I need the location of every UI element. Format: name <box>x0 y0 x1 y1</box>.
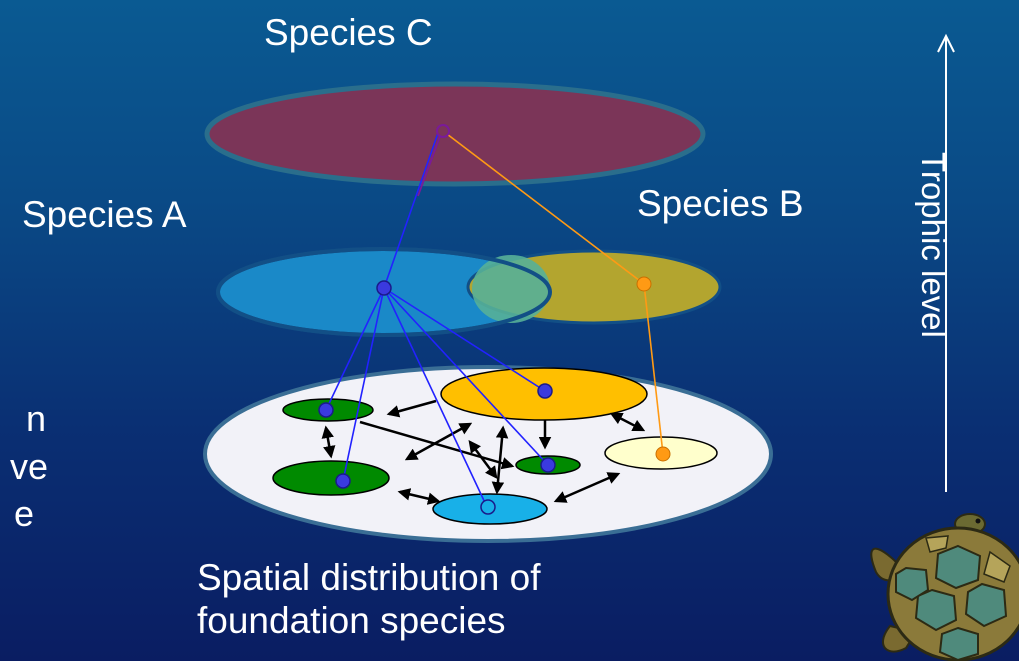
patch-green-large <box>273 461 389 495</box>
node-patch <box>538 384 552 398</box>
trophic-level-label: Trophic level <box>914 152 952 338</box>
caption-line-1: Spatial distribution of <box>197 556 540 599</box>
node-patch <box>656 447 670 461</box>
caption-line-2: foundation species <box>197 599 540 642</box>
node-patch <box>541 458 555 472</box>
caption: Spatial distribution of foundation speci… <box>197 556 540 643</box>
species-c-ellipse <box>207 84 703 184</box>
node-patch <box>481 500 495 514</box>
node-species-c <box>437 125 449 137</box>
sea-turtle-icon <box>866 508 1019 661</box>
node-species-b <box>637 277 651 291</box>
node-patch <box>336 474 350 488</box>
node-species-a <box>377 281 391 295</box>
node-patch <box>319 403 333 417</box>
